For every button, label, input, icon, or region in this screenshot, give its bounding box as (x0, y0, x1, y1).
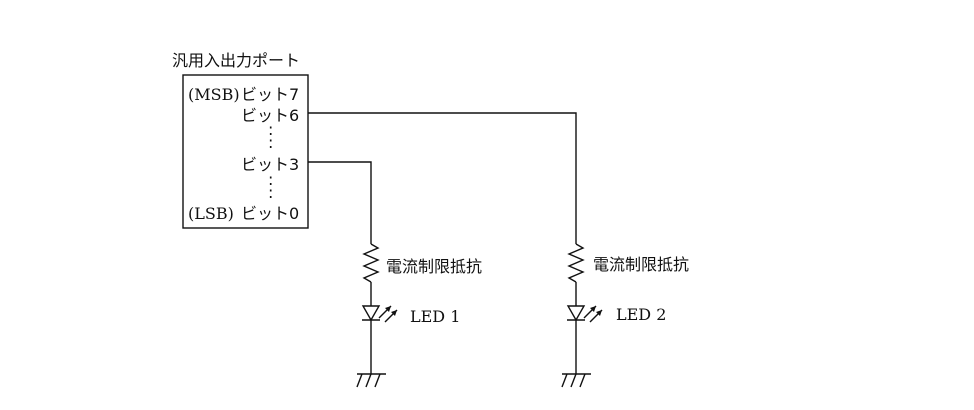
bit3-label: ビット3 (241, 155, 299, 174)
bit0-label: ビット0 (241, 204, 299, 223)
led-icon (361, 305, 398, 323)
led-icon (566, 305, 603, 323)
dots-upper-2: : (268, 133, 273, 152)
port-box (182, 74, 309, 229)
resistor-icon (362, 243, 380, 283)
bit7-label: ビット7 (241, 85, 299, 104)
branch-2: 電流制限抵抗 LED 2 (561, 243, 689, 388)
msb-tag: (MSB) (188, 85, 240, 104)
bit6-label: ビット6 (241, 106, 299, 125)
ground-icon (561, 373, 591, 388)
branch-1: 電流制限抵抗 LED 1 (356, 243, 482, 388)
wire-bit3 (308, 161, 372, 244)
dots-lower-1: : (268, 170, 273, 189)
led-label-2: LED 2 (616, 305, 666, 324)
dots-upper-1: : (268, 120, 273, 139)
ground-icon (356, 373, 386, 388)
wire-bit6 (308, 112, 577, 244)
dots-lower-2: : (268, 183, 273, 202)
port-title: 汎用入出力ポート (172, 51, 300, 70)
led-label-1: LED 1 (410, 307, 460, 326)
resistor-label-2: 電流制限抵抗 (593, 255, 689, 274)
resistor-label-1: 電流制限抵抗 (386, 257, 482, 276)
lsb-tag: (LSB) (188, 204, 234, 223)
resistor-icon (567, 243, 585, 283)
